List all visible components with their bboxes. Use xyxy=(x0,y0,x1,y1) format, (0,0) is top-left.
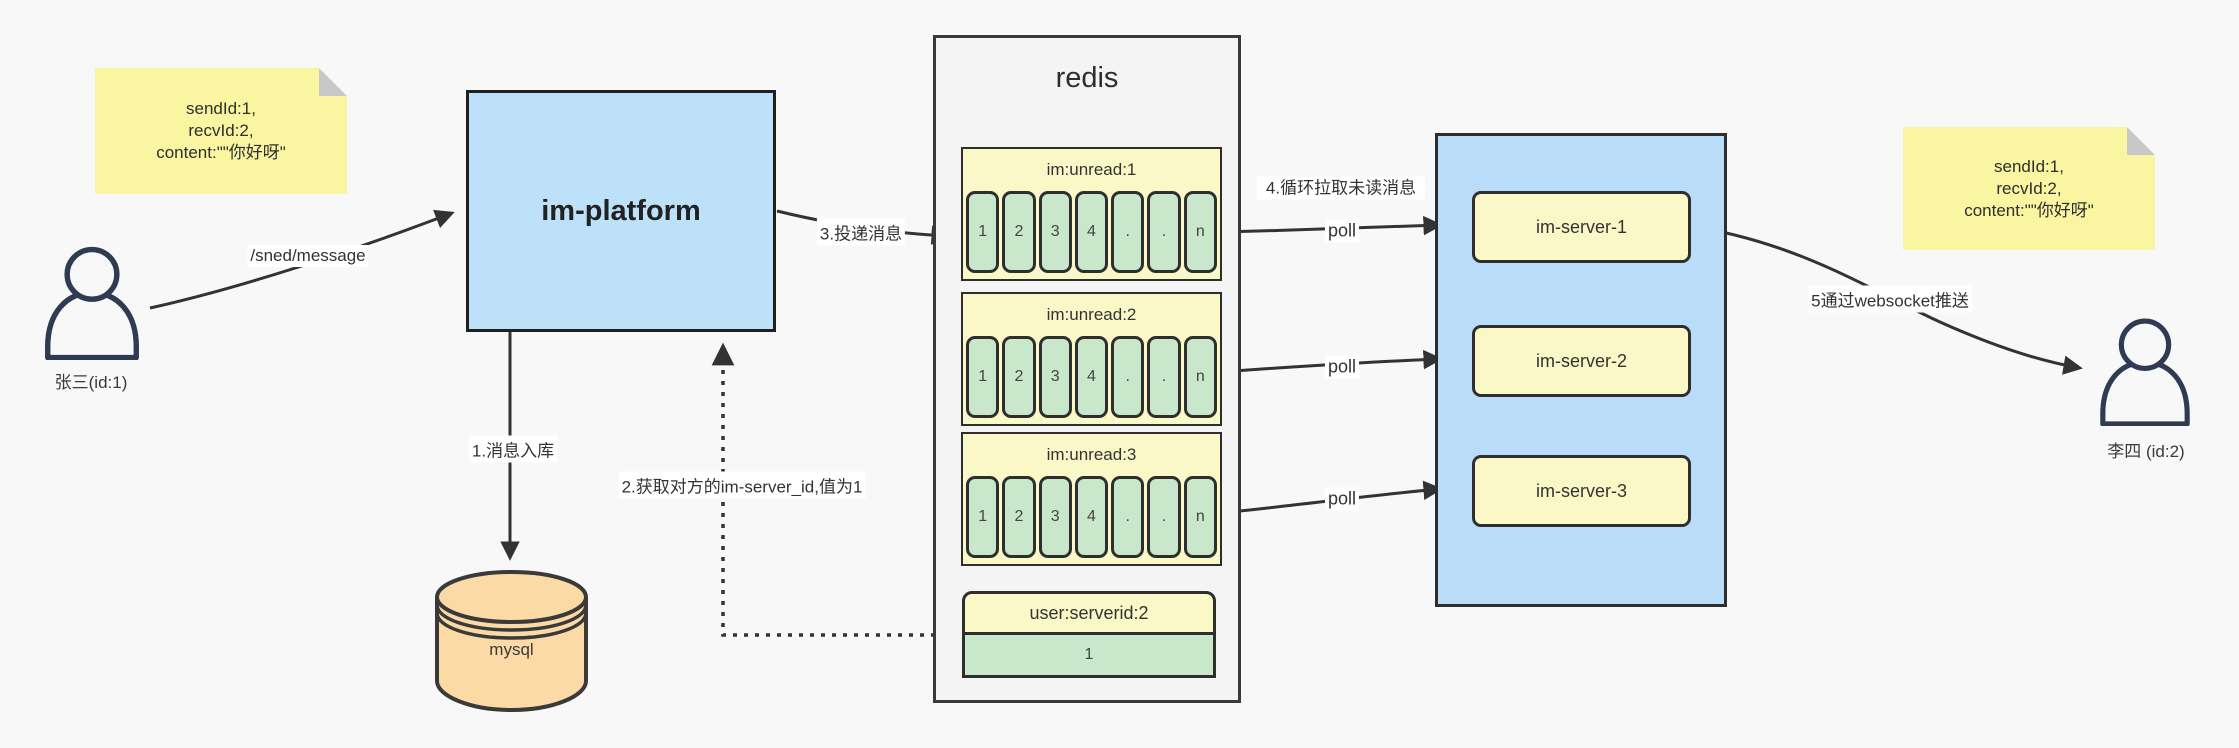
mysql-label: mysql xyxy=(489,640,534,659)
receiver-label: 李四 (id:2) xyxy=(2107,442,2185,461)
server-label: im-server-2 xyxy=(1535,350,1627,371)
unread-queue-2: im:unread:2 1 2 3 4 . . n xyxy=(961,292,1222,426)
servers-container: im-server-1 im-server-2 im-server-3 xyxy=(1435,133,1727,607)
queue-cell: 1 xyxy=(966,476,1000,558)
queue-header: im:unread:1 xyxy=(1046,160,1137,179)
redis-container: redis im:unread:1 1 2 3 4 . . n im:unrea… xyxy=(933,35,1241,703)
receiver-user-icon xyxy=(2100,318,2190,426)
poll-label-1: poll xyxy=(1324,219,1360,243)
note-line: recvId:2, xyxy=(188,121,254,140)
step4-label: 4.循环拉取未读消息 xyxy=(1257,176,1425,200)
sender-user-icon xyxy=(45,246,139,360)
sender-label: 张三(id:1) xyxy=(54,373,128,392)
server-label: im-server-3 xyxy=(1535,480,1627,501)
kv-box: user:serverid:2 1 xyxy=(962,591,1216,678)
sticky-note-receiver: sendId:1, recvId:2, content:""你好呀" xyxy=(1903,127,2155,250)
im-server-3-box: im-server-3 xyxy=(1472,455,1691,527)
database-icon xyxy=(435,570,588,713)
step3-label: 3.投递消息 xyxy=(816,218,906,246)
queue-cell: n xyxy=(1183,191,1217,273)
queue-cell: 1 xyxy=(966,191,1000,273)
queue-header: im:unread:2 xyxy=(1046,305,1137,324)
kv-header: user:serverid:2 xyxy=(962,591,1216,635)
note-line: recvId:2, xyxy=(1996,178,2062,198)
unread-queue-1: im:unread:1 1 2 3 4 . . n xyxy=(961,147,1222,281)
kv-value: 1 xyxy=(962,635,1216,678)
server-label: im-server-1 xyxy=(1535,216,1627,237)
unread-queue-3: im:unread:3 1 2 3 4 . . n xyxy=(961,432,1222,566)
mysql-cylinder: mysql xyxy=(434,568,589,714)
queue-cell: n xyxy=(1183,336,1217,418)
im-server-1-box: im-server-1 xyxy=(1472,191,1691,263)
queue-cells: 1 2 3 4 . . n xyxy=(963,476,1220,558)
queue-cell: 1 xyxy=(966,336,1000,418)
queue-cell: 3 xyxy=(1038,476,1072,558)
sticky-note-sender: sendId:1, recvId:2, content:""你好呀" xyxy=(95,68,347,194)
queue-cell: . xyxy=(1111,476,1145,558)
queue-cell: 3 xyxy=(1038,191,1072,273)
queue-cell: 4 xyxy=(1074,336,1109,418)
note-fold-icon xyxy=(2127,127,2155,155)
queue-cell: n xyxy=(1183,476,1217,558)
queue-cell: . xyxy=(1111,191,1145,273)
queue-cell: . xyxy=(1111,336,1145,418)
step2-label: 2.获取对方的im-server_id,值为1 xyxy=(618,471,866,499)
queue-cell: 2 xyxy=(1002,191,1036,273)
queue-cells: 1 2 3 4 . . n xyxy=(963,191,1220,273)
note-line: content:""你好呀" xyxy=(156,143,286,162)
note-line: sendId:1, xyxy=(1994,156,2064,176)
queue-cell: 2 xyxy=(1002,476,1036,558)
queue-cell: 4 xyxy=(1074,476,1109,558)
queue-header: im:unread:3 xyxy=(1046,445,1137,464)
send-route-label: /sned/message xyxy=(247,245,369,267)
queue-cell: . xyxy=(1147,191,1181,273)
queue-cell: 3 xyxy=(1038,336,1072,418)
redis-title: redis xyxy=(1055,62,1119,94)
note-line: content:""你好呀" xyxy=(1964,200,2094,220)
step5-label: 5通过websocket推送 xyxy=(1808,285,1972,313)
im-platform-box: im-platform xyxy=(466,90,776,332)
poll-label-2: poll xyxy=(1324,355,1360,379)
note-fold-icon xyxy=(319,68,347,96)
queue-cell: 2 xyxy=(1002,336,1036,418)
queue-cell: . xyxy=(1147,336,1181,418)
step1-label: 1.消息入库 xyxy=(468,435,558,463)
im-server-2-box: im-server-2 xyxy=(1472,325,1691,397)
queue-cell: 4 xyxy=(1074,191,1109,273)
im-platform-label: im-platform xyxy=(541,194,701,227)
queue-cells: 1 2 3 4 . . n xyxy=(963,336,1220,418)
note-line: sendId:1, xyxy=(186,99,256,118)
poll-label-3: poll xyxy=(1324,487,1360,511)
queue-cell: . xyxy=(1147,476,1181,558)
